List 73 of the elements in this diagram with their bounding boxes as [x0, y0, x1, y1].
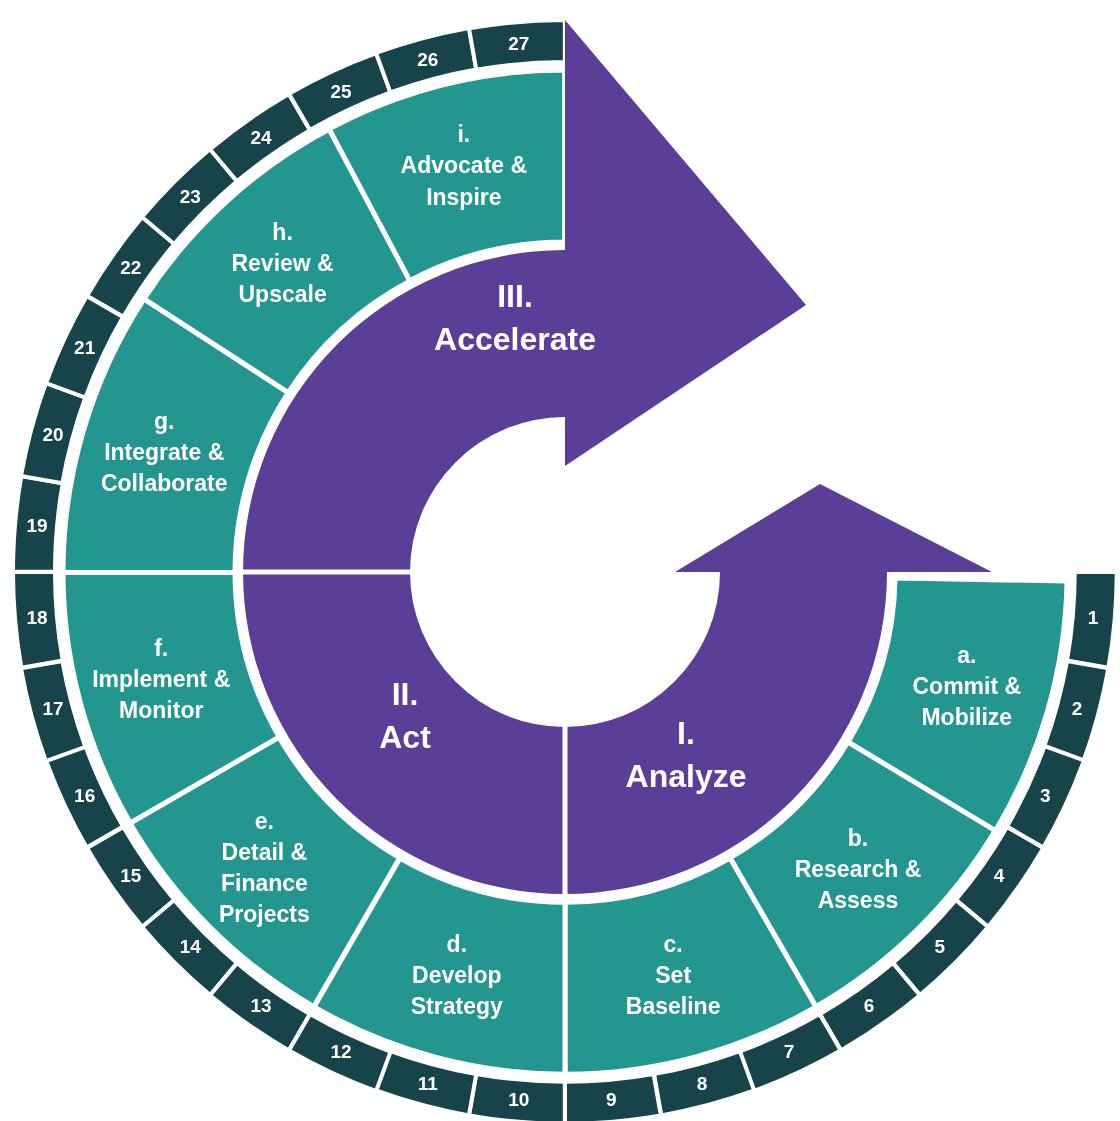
step-letter: g.: [152, 407, 176, 437]
step-number: 8: [695, 1072, 709, 1097]
step-number: 5: [933, 934, 947, 959]
step-letter: f.: [153, 634, 170, 664]
step-letter: b.: [846, 824, 870, 854]
step-number: 9: [604, 1088, 618, 1113]
step-number: 4: [992, 864, 1006, 889]
step-number: 14: [178, 934, 202, 959]
step-number: 24: [249, 126, 273, 150]
number-tile: [1044, 660, 1109, 761]
number-tile: [653, 1051, 754, 1116]
number-tile: [469, 1074, 565, 1121]
number-tile: [13, 572, 63, 668]
step-number: 17: [41, 697, 65, 722]
step-number: 13: [249, 994, 273, 1019]
number-tile: [46, 296, 124, 398]
step-number: 27: [507, 32, 531, 57]
phase-numeral: III.: [496, 276, 534, 316]
step-number: 20: [41, 423, 65, 447]
step-title: Set Baseline: [624, 961, 722, 1022]
number-tile: [739, 1013, 841, 1091]
step-title: Review & Upscale: [230, 249, 335, 310]
step-title: Develop Strategy: [409, 961, 504, 1022]
number-tile: [21, 660, 86, 761]
number-tile: [21, 383, 86, 484]
number-tile: [13, 476, 63, 572]
step-number: 16: [73, 784, 97, 809]
number-tile: [86, 827, 175, 927]
step-number: 1: [1086, 606, 1100, 631]
step-number: 22: [119, 256, 143, 281]
number-tile: [820, 962, 920, 1051]
step-number: 6: [862, 994, 876, 1019]
number-tile: [565, 1074, 661, 1121]
step-number: 18: [25, 606, 49, 631]
phase-title: Accelerate: [433, 320, 597, 359]
step-number: 26: [416, 48, 440, 73]
number-tile: [376, 28, 477, 93]
step-letter: e.: [253, 806, 275, 836]
number-tile: [376, 1051, 477, 1116]
step-number: 15: [119, 864, 143, 889]
step-letter: i.: [456, 120, 472, 150]
number-tile: [955, 827, 1044, 927]
phase-numeral: I.: [676, 713, 696, 753]
step-title: Commit & Mobilize: [911, 672, 1023, 733]
number-tile: [1006, 746, 1084, 848]
step-title: Implement & Monitor: [91, 665, 232, 726]
step-number: 3: [1039, 784, 1052, 809]
number-tile: [46, 746, 124, 848]
step-title: Research & Assess: [793, 855, 923, 916]
number-tile: [1067, 572, 1117, 668]
phase-numeral: II.: [390, 674, 420, 714]
step-letter: c.: [662, 930, 684, 960]
phase-title: Analyze: [624, 757, 748, 796]
number-tile: [86, 217, 175, 317]
step-letter: a.: [956, 641, 978, 671]
step-number: 21: [73, 336, 97, 361]
step-number: 7: [782, 1040, 796, 1065]
step-letter: h.: [271, 218, 294, 248]
step-number: 23: [178, 185, 202, 210]
step-number: 2: [1070, 697, 1084, 722]
step-letter: d.: [445, 930, 469, 960]
step-number: 10: [507, 1088, 531, 1113]
step-title: Advocate & Inspire: [399, 151, 529, 212]
step-number: 11: [416, 1072, 439, 1097]
number-tile: [142, 149, 238, 245]
step-number: 25: [329, 79, 353, 104]
step-number: 12: [329, 1040, 353, 1065]
number-tile: [469, 20, 565, 70]
step-title: Detail & Finance Projects: [218, 837, 311, 929]
phase-title: Act: [378, 718, 432, 757]
step-number: 19: [25, 514, 49, 538]
step-title: Integrate & Collaborate: [99, 438, 229, 499]
number-tile: [289, 53, 391, 131]
